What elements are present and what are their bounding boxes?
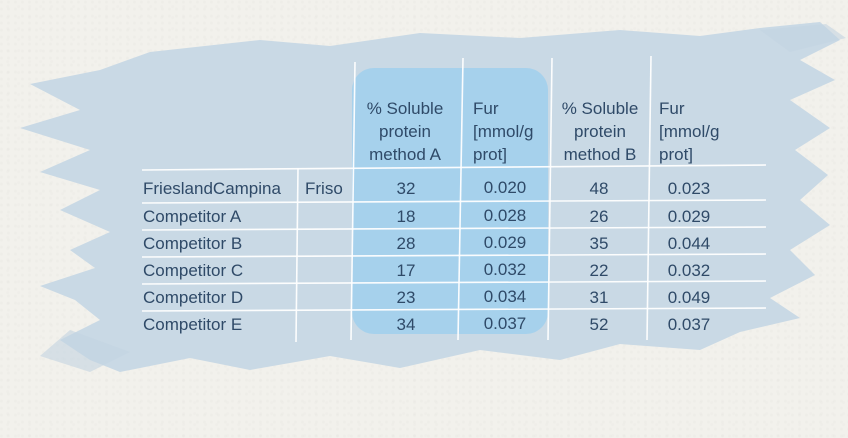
fur-b-value: 0.044: [667, 234, 711, 253]
company-name: Competitor D: [143, 288, 244, 307]
brand-name: Friso: [305, 179, 343, 198]
company-name: Competitor A: [143, 207, 242, 226]
header-fur-a: Fur [mmol/g prot]: [473, 99, 534, 164]
soluble-a-value: 34: [396, 315, 416, 334]
soluble-b-value: 35: [589, 234, 609, 253]
header-soluble-b: % Soluble protein method B: [561, 99, 639, 164]
soluble-b-value: 31: [589, 288, 609, 307]
soluble-a-value: 32: [396, 179, 416, 198]
company-name: Competitor C: [143, 261, 244, 280]
fur-a-value: 0.037: [483, 314, 527, 333]
soluble-a-value: 23: [396, 288, 416, 307]
fur-a-value: 0.032: [483, 260, 527, 279]
soluble-b-value: 52: [589, 315, 609, 334]
company-name: Competitor E: [143, 315, 243, 334]
fur-b-value: 0.029: [667, 207, 711, 226]
fur-b-value: 0.032: [667, 261, 711, 280]
fur-a-value: 0.029: [483, 233, 527, 252]
column-lines: [295, 55, 652, 343]
header-soluble-a: % Soluble protein method A: [366, 99, 444, 164]
fur-a-value: 0.034: [483, 287, 527, 306]
company-name: Competitor B: [143, 234, 243, 253]
fur-b-value: 0.037: [667, 315, 711, 334]
row-lines: [141, 164, 767, 312]
soluble-b-value: 26: [589, 207, 609, 226]
soluble-a-value: 18: [396, 207, 416, 226]
header-fur-b: Fur [mmol/g prot]: [659, 99, 720, 164]
company-name: FrieslandCampina: [143, 179, 281, 198]
soluble-a-value: 17: [396, 261, 416, 280]
soluble-b-value: 48: [589, 179, 609, 198]
fur-b-value: 0.049: [667, 288, 711, 307]
fur-b-value: 0.023: [667, 179, 711, 198]
soluble-b-value: 22: [589, 261, 609, 280]
soluble-a-value: 28: [396, 234, 416, 253]
fur-a-value: 0.028: [483, 206, 527, 225]
fur-a-value: 0.020: [483, 178, 527, 197]
